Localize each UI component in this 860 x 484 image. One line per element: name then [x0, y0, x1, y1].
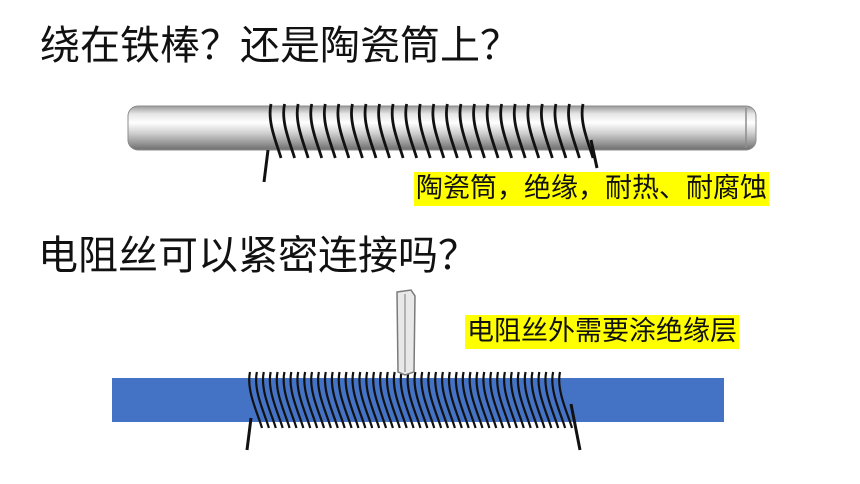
- coil-turn: [309, 103, 324, 159]
- coil-turn: [254, 371, 270, 429]
- coil-turn: [482, 371, 498, 429]
- coil-turn: [537, 371, 553, 429]
- coil-turn: [399, 371, 415, 429]
- coil-turn: [268, 371, 284, 429]
- coil-turn: [350, 103, 364, 159]
- coil-turn: [392, 371, 408, 429]
- coil-turn: [248, 371, 264, 429]
- coil-turn: [580, 103, 595, 159]
- coil-lead-right: [589, 139, 599, 169]
- coil-turn: [499, 103, 513, 159]
- coil-turn: [489, 371, 505, 429]
- coil-turn: [323, 371, 339, 429]
- coil-turn: [420, 371, 436, 429]
- coil-turn: [303, 371, 319, 429]
- coil-turn: [485, 103, 500, 159]
- coil-turn: [310, 371, 326, 429]
- coil-turn: [461, 371, 477, 429]
- coil-turn: [390, 103, 405, 159]
- coil-turn: [445, 103, 459, 159]
- question-tight-winding: 电阻丝可以紧密连接吗？: [38, 233, 478, 279]
- coil-turn: [322, 103, 337, 159]
- coil-turn: [385, 371, 401, 429]
- coil-turn: [553, 103, 568, 159]
- coil-turn: [540, 103, 554, 159]
- coil-turn: [434, 371, 450, 429]
- coil-turn: [544, 371, 560, 429]
- coil-turn: [268, 103, 283, 159]
- resistance-wire-coil-on-tube: [248, 371, 574, 429]
- coil2-lead-left: [245, 417, 253, 451]
- metal-rod: [127, 105, 757, 151]
- coil-turn: [431, 103, 446, 159]
- coil-turn: [365, 371, 381, 429]
- highlight-note-ceramic: 陶瓷筒，绝缘，耐热、耐腐蚀: [414, 172, 769, 206]
- coil-turn: [358, 371, 374, 429]
- coil-turn: [509, 371, 525, 429]
- coil-turn: [526, 103, 541, 159]
- coil-turn: [472, 103, 486, 159]
- coil-turn: [406, 371, 422, 429]
- coil-turn: [468, 371, 484, 429]
- coil-turn: [282, 371, 298, 429]
- coil-turn: [475, 371, 491, 429]
- coil-turn: [344, 371, 360, 429]
- coil-turn: [282, 103, 296, 159]
- coil-turn: [289, 371, 305, 429]
- coil-turn: [567, 103, 581, 159]
- coil-turn: [295, 103, 310, 159]
- coil2-lead-right: [569, 403, 582, 451]
- coil-turn: [330, 371, 346, 429]
- coil-turn: [516, 371, 532, 429]
- coil-lead-left: [262, 149, 270, 183]
- coil-turn: [530, 371, 546, 429]
- coil-turn: [337, 371, 353, 429]
- coil-turn: [454, 371, 470, 429]
- coil-turn: [377, 103, 391, 159]
- coil-turn: [351, 371, 367, 429]
- coil-turn: [502, 371, 518, 429]
- coil-turn: [261, 371, 277, 429]
- coil-turn: [363, 103, 378, 159]
- question-iron-or-ceramic: 绕在铁棒？还是陶瓷筒上？: [40, 23, 520, 69]
- coil-turn: [413, 371, 429, 429]
- coil-turn: [296, 371, 312, 429]
- coil-turn: [316, 371, 332, 429]
- coil-turn: [512, 103, 527, 159]
- slider-contact: [396, 289, 416, 376]
- coil-turn: [551, 371, 567, 429]
- coil-turn: [417, 103, 432, 159]
- coil-turn: [378, 371, 394, 429]
- coil-turn: [404, 103, 418, 159]
- coil-turn: [275, 371, 291, 429]
- coil-turn: [458, 103, 473, 159]
- coil-turn: [372, 371, 388, 429]
- coil-turn: [447, 371, 463, 429]
- coil-turn: [496, 371, 512, 429]
- coil-turn: [558, 371, 574, 429]
- coil-turn: [523, 371, 539, 429]
- coil-turn: [440, 371, 456, 429]
- resistance-wire-coil-on-rod: [268, 103, 595, 159]
- highlight-note-insulation: 电阻丝外需要涂绝缘层: [465, 315, 739, 349]
- coil-turn: [336, 103, 351, 159]
- coil-turn: [427, 371, 443, 429]
